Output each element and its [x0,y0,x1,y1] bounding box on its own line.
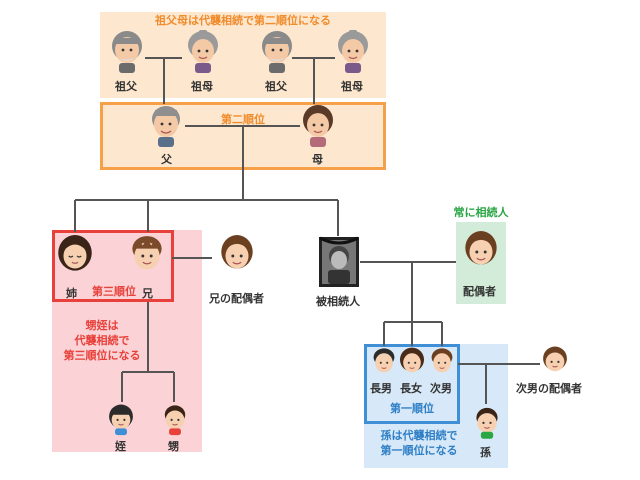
grandparents-region [100,12,386,98]
spouse-note: 常に相続人 [453,206,509,219]
grandchild-note-line-1: 孫は代襲相続で [380,429,458,442]
parents-rank-note: 第二順位 [221,113,265,126]
grandmother-2-label: 祖母 [341,80,363,93]
father-icon [152,106,180,147]
second-son-spouse-label: 次男の配偶者 [516,382,582,395]
second-son-spouse-icon [543,346,567,372]
deceased-portrait-icon [319,236,359,287]
spouse-icon [465,231,497,265]
siblings-rank-note: 第三順位 [92,285,136,298]
nephew-niece-note-line-1: 甥姪は [85,319,119,332]
grandfather-2-icon [262,31,292,73]
eldest-daughter-icon [400,347,424,373]
grandmother-1-icon [188,30,218,73]
second-son-icon [431,348,453,373]
father-label: 父 [161,153,172,166]
sister-label: 姉 [66,287,77,300]
eldest-daughter-label: 長女 [400,382,422,395]
grandfather-1-label: 祖父 [115,80,137,93]
grandchild-label: 孫 [480,446,491,459]
nephew-icon [164,405,186,436]
nephew-niece-note-line-3: 第三順位になる [63,349,141,362]
niece-icon [109,404,133,436]
grandfather-1-icon [112,31,142,73]
grandchild-note-line-2: 第一順位になる [380,444,458,457]
eldest-son-icon [373,348,395,373]
grandmother-1-label: 祖母 [191,80,213,93]
second-son-label: 次男 [430,382,452,395]
grandmother-2-icon [338,30,368,73]
nephew-label: 甥 [168,440,179,453]
spouse-label: 配偶者 [463,285,496,298]
brother-spouse-icon [221,235,253,269]
siblings-box [52,230,174,302]
eldest-son-label: 長男 [370,382,392,395]
sister-icon [58,235,92,271]
brother-icon [132,236,162,270]
grandchild-icon [476,407,498,439]
mother-label: 母 [312,153,323,166]
brother-label: 兄 [142,287,153,300]
mother-icon [303,105,333,147]
children-rank-note: 第一順位 [390,402,434,415]
deceased-label: 被相続人 [316,295,360,308]
brother-spouse-label: 兄の配偶者 [209,292,264,305]
grandchild-note: 孫は代襲相続で 第一順位になる [364,428,474,458]
grandfather-2-label: 祖父 [265,80,287,93]
nephew-niece-note-line-2: 代襲相続で [74,334,130,347]
niece-label: 姪 [115,440,126,453]
nephew-niece-note: 甥姪は 代襲相続で 第三順位になる [54,318,150,363]
grandparents-note: 祖父母は代襲相続で第二順位になる [155,14,331,27]
